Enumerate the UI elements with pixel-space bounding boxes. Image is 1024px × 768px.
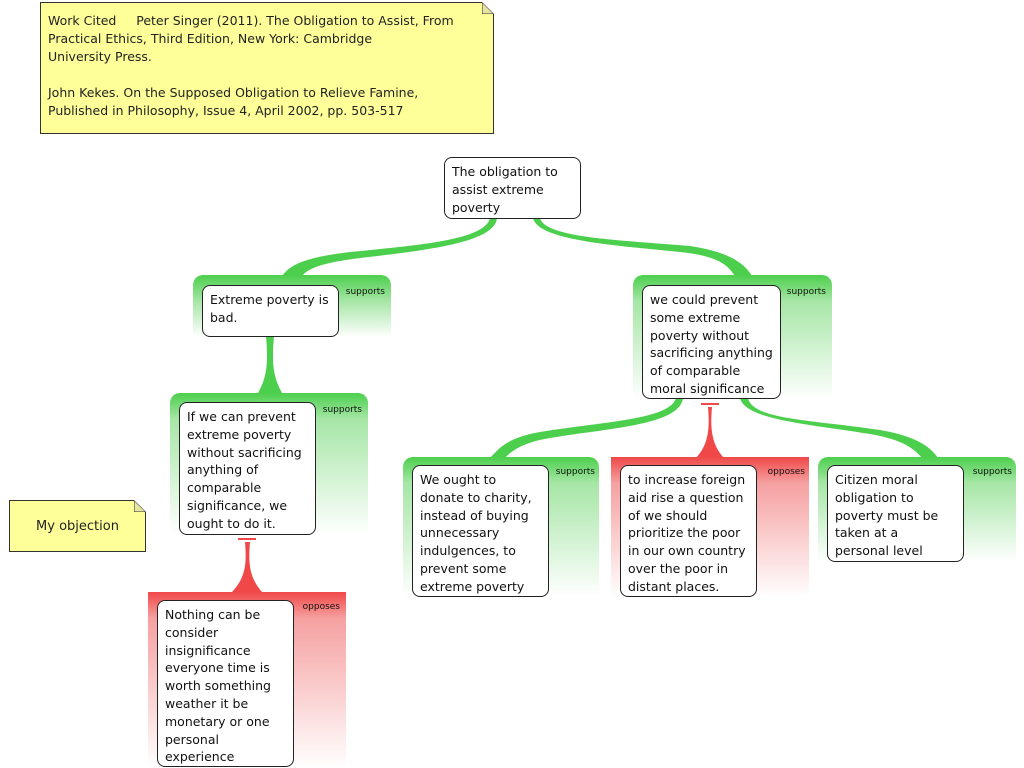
relation-label: supports — [345, 287, 385, 297]
link-prevent-citizen — [740, 398, 938, 458]
link-root-prevent — [533, 218, 752, 276]
citation-note[interactable]: Work Cited Peter Singer (2011). The Obli… — [40, 2, 494, 134]
relation-label: supports — [786, 287, 826, 297]
link-bad-ifcan — [258, 336, 282, 393]
citation-line: Published in Philosophy, Issue 4, April … — [48, 103, 404, 118]
link-prevent-foreign — [696, 407, 724, 458]
relation-label: supports — [555, 467, 595, 477]
node-text: to increase foreign aid rise a question … — [628, 472, 746, 594]
objection-note[interactable]: My objection — [9, 500, 146, 552]
citation-line: University Press. — [48, 49, 152, 64]
node-text: Citizen moral obligation to poverty must… — [835, 472, 939, 559]
node-text: Nothing can be consider insignificance e… — [165, 607, 271, 765]
folded-corner-icon — [134, 500, 146, 512]
relation-label: opposes — [767, 467, 805, 477]
citation-line: Practical Ethics, Third Edition, New Yor… — [48, 31, 373, 46]
link-prevent-foreign-bar — [701, 403, 719, 405]
link-ifcan-nothing — [232, 542, 262, 592]
relation-label: supports — [322, 405, 362, 415]
node-foreign-aid[interactable]: to increase foreign aid rise a question … — [620, 465, 757, 597]
node-text: We ought to donate to charity, instead o… — [420, 472, 532, 594]
node-citizen-obligation[interactable]: Citizen moral obligation to poverty must… — [827, 465, 964, 562]
objection-label: My objection — [36, 519, 119, 534]
node-text: Extreme poverty is bad. — [210, 292, 329, 325]
link-ifcan-nothing-bar — [238, 538, 256, 540]
node-nothing-insignificant[interactable]: Nothing can be consider insignificance e… — [157, 600, 294, 767]
node-text: If we can prevent extreme poverty withou… — [187, 409, 302, 531]
folded-corner-icon — [482, 2, 494, 14]
citation-line: Work Cited Peter Singer (2011). The Obli… — [48, 13, 454, 28]
node-root[interactable]: The obligation to assist extreme poverty — [444, 157, 581, 219]
link-prevent-donate — [490, 398, 683, 458]
node-text: we could prevent some extreme poverty wi… — [650, 292, 773, 396]
relation-label: opposes — [302, 602, 340, 612]
link-root-bad — [282, 218, 497, 276]
node-if-we-can-prevent[interactable]: If we can prevent extreme poverty withou… — [179, 402, 316, 535]
node-root-text: The obligation to assist extreme poverty — [452, 164, 558, 215]
relation-label: supports — [972, 467, 1012, 477]
node-extreme-poverty-bad[interactable]: Extreme poverty is bad. — [202, 285, 339, 337]
node-donate-charity[interactable]: We ought to donate to charity, instead o… — [412, 465, 549, 597]
node-could-prevent[interactable]: we could prevent some extreme poverty wi… — [642, 285, 781, 399]
citation-line: John Kekes. On the Supposed Obligation t… — [48, 85, 419, 100]
